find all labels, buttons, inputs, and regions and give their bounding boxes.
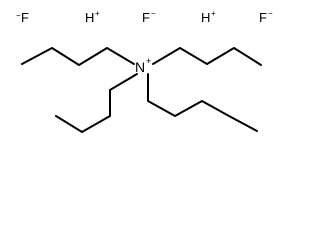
fluoride-3-label: F [259, 10, 267, 25]
butyl-lower-right-bond [147, 73, 258, 132]
butyl-upper-right-bond [152, 47, 262, 66]
proton-1-label: H [85, 10, 94, 25]
fluoride-2-charge: − [151, 9, 156, 18]
proton-2-charge: + [211, 9, 216, 18]
fluoride-2-label: F [142, 10, 150, 25]
proton-2-label: H [201, 10, 210, 25]
fluoride-1-charge: − [16, 11, 21, 20]
hydrogen-fluoride-chain: − F H + F − H + F − [16, 9, 273, 25]
butyl-upper-left-bond [21, 47, 135, 66]
nitrogen-charge: + [146, 56, 151, 66]
fluoride-3-charge: − [268, 9, 273, 18]
structure-canvas: − F H + F − H + F − N + [16, 9, 273, 133]
tetrabutylammonium-bifluoride-structure: − F H + F − H + F − N + [16, 9, 273, 133]
proton-1-charge: + [95, 9, 100, 18]
nitrogen-label: N [135, 59, 145, 75]
butyl-lower-left-bond [55, 73, 138, 133]
fluoride-1-label: F [21, 10, 29, 25]
ammonium-center: N + [135, 56, 151, 75]
